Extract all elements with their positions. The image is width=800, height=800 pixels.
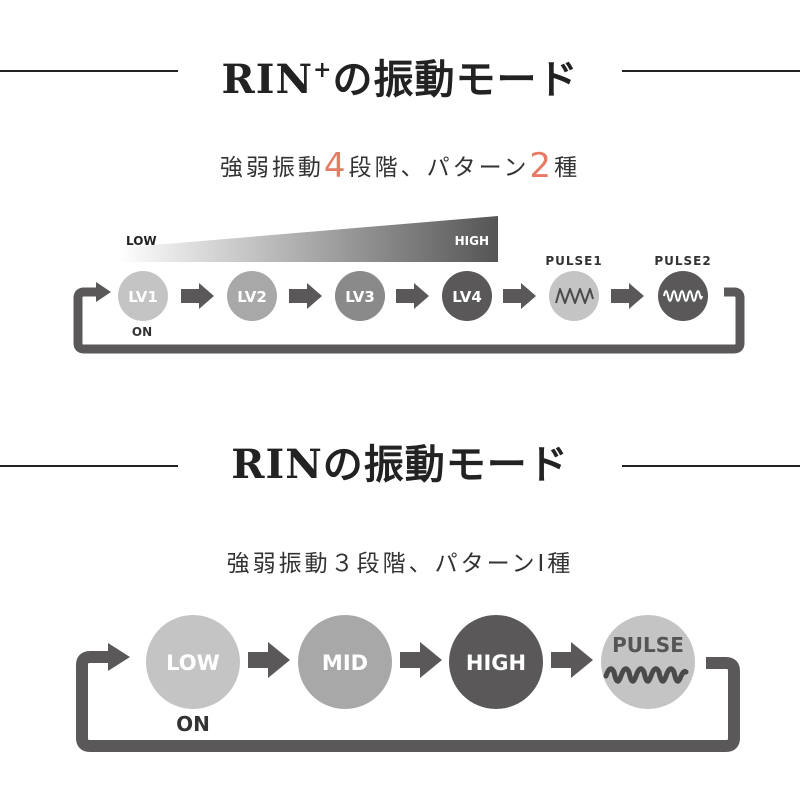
subtitle-part: 段階、パターン	[348, 155, 530, 181]
rin-plus-title-main: RIN	[221, 56, 314, 103]
arrow-right-icon	[400, 642, 442, 678]
loop-arrowhead	[96, 282, 111, 302]
gradient-high-label: HIGH	[455, 234, 489, 248]
mode-label: PULSE2	[654, 254, 711, 268]
rin-plus-title-rest: の振動モード	[332, 56, 579, 103]
mode-label: LOW	[166, 651, 220, 675]
mode-label: LV2	[237, 288, 267, 306]
arrow-right-icon	[396, 283, 429, 309]
wave-icon	[603, 666, 689, 684]
flow-arrows	[248, 642, 593, 678]
subtitle-part: 強弱振動	[219, 155, 324, 181]
rin-subtitle: 強弱振動３段階、パターンⅠ種	[226, 551, 574, 577]
intensity-gradient	[118, 216, 498, 262]
mode-label: PULSE	[612, 633, 684, 657]
rin-title-rest: の振動モード	[322, 441, 569, 488]
mode-node-lv4: LV4	[442, 271, 492, 321]
mode-label: PULSE1	[545, 254, 602, 268]
dense-wave-icon	[663, 290, 703, 302]
loop-return-path	[76, 651, 740, 752]
loop-arrowhead	[108, 643, 130, 671]
arrow-right-icon	[503, 283, 536, 309]
rin-title-main: RIN	[231, 441, 323, 488]
title-rule-left	[0, 465, 178, 467]
mode-node-pulse2: PULSE2	[654, 254, 711, 321]
mode-node-lv2: LV2	[227, 271, 277, 321]
rin-plus-title: RIN+の振動モード	[0, 40, 800, 103]
rin-plus-subtitle: 強弱振動4段階、パターン2種	[0, 146, 800, 186]
rin-plus-title-sup: +	[313, 57, 333, 83]
arrow-right-icon	[289, 283, 322, 309]
mode-node-lv1: LV1	[118, 271, 168, 321]
mode-node-pulse: PULSE	[601, 615, 695, 709]
mode-node-lv3: LV3	[335, 271, 385, 321]
mode-label: HIGH	[466, 651, 526, 675]
title-rule-left	[0, 70, 178, 72]
gradient-low-label: LOW	[126, 234, 157, 248]
arrow-right-icon	[181, 283, 214, 309]
mode-node-mid: MID	[298, 615, 392, 709]
mode-label: LV3	[345, 288, 375, 306]
mode-label: LV4	[452, 288, 482, 306]
on-label: ON	[176, 712, 210, 736]
mode-node-pulse1: PULSE1	[545, 254, 602, 321]
on-label: ON	[132, 325, 152, 339]
subtitle-part: 種	[554, 155, 581, 181]
rin-title: RINの振動モード	[0, 435, 800, 495]
pattern-count: 2	[529, 146, 555, 186]
title-rule-right	[622, 70, 800, 72]
arrow-right-icon	[611, 283, 644, 309]
title-rule-right	[622, 465, 800, 467]
flow-arrows	[181, 283, 644, 309]
mode-label: LV1	[128, 288, 158, 306]
mode-node-high: HIGH	[449, 615, 543, 709]
mode-label: MID	[322, 651, 368, 675]
loop-return-path	[73, 287, 745, 354]
mode-node-low: LOW	[146, 615, 240, 709]
arrow-right-icon	[248, 642, 290, 678]
arrow-right-icon	[551, 642, 593, 678]
gentle-wave-icon	[555, 288, 594, 304]
level-count: 4	[323, 146, 349, 186]
